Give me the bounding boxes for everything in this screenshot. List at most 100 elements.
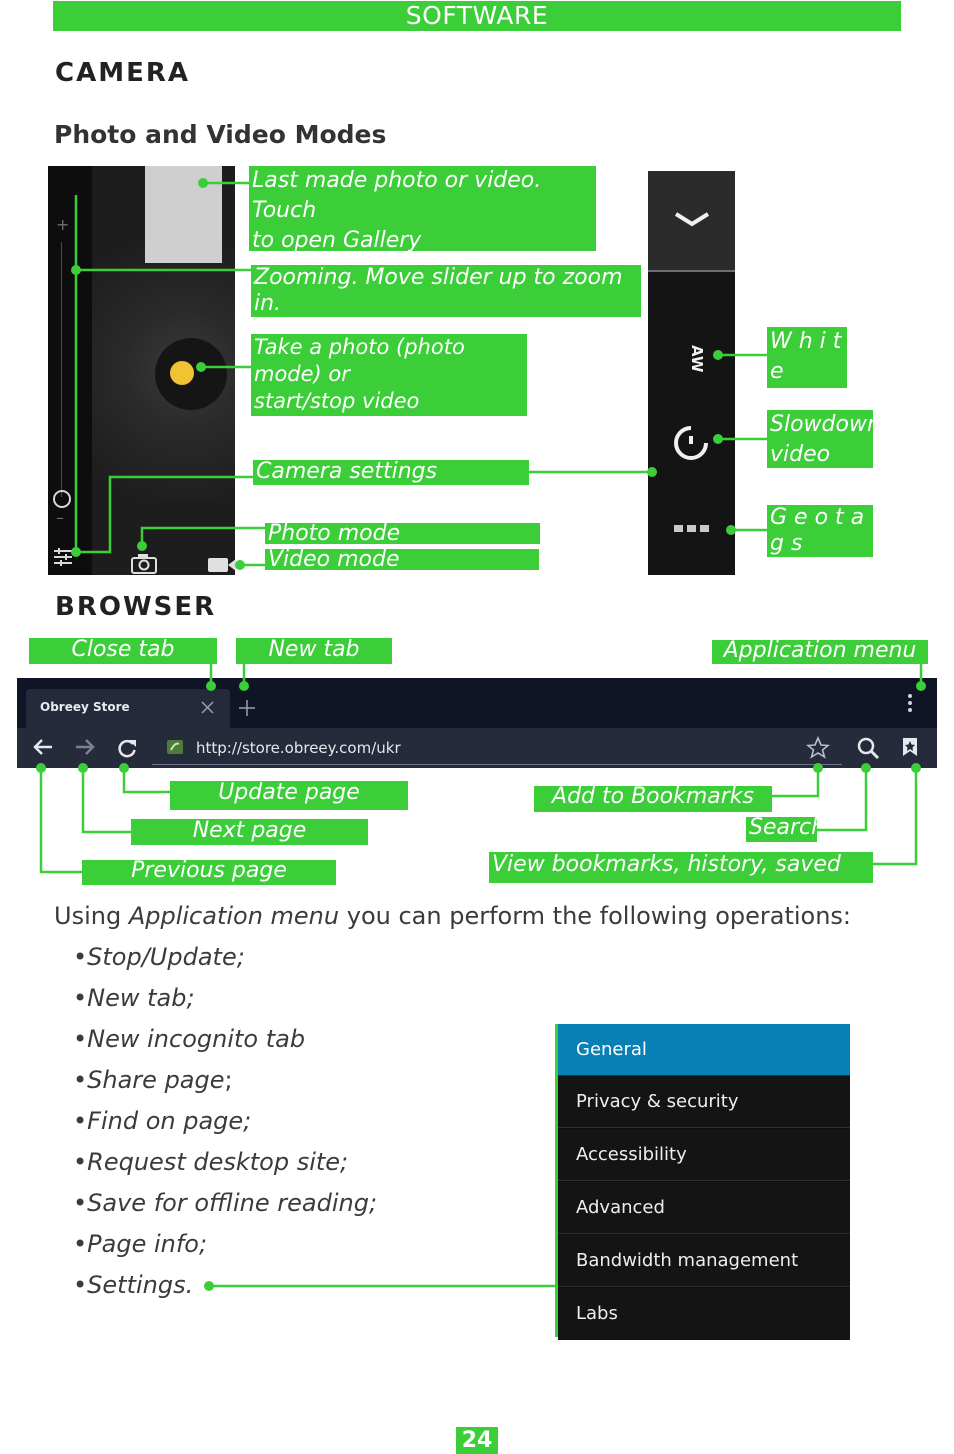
browser-url-underline [152,764,842,765]
more-options-icon[interactable] [672,523,712,533]
url-input[interactable]: http://store.obreey.com/ukr [196,739,401,757]
search-icon[interactable] [856,736,880,760]
callout-add-bookmarks: Add to Bookmarks [534,786,772,812]
list-item-text: Settings. [87,1271,194,1299]
callout-last-photo-line2: to open Gallery [252,228,422,253]
callout-take-photo-line1: Take a photo (photo mode) or [254,335,465,386]
callout-camera-settings: Camera settings [253,460,529,485]
bullet-dot: • [73,1189,88,1217]
close-tab-icon[interactable] [200,700,215,715]
callout-view-bookmarks: View bookmarks, history, saved pages [489,852,873,903]
list-item-text: Save for offline reading; [87,1189,378,1217]
browser-tab[interactable] [26,689,230,728]
bullet-dot: • [73,1230,88,1258]
list-item: •Find on page; [73,1107,251,1135]
photo-mode-icon[interactable] [130,553,158,575]
section-header-bar: SOFTWARE [53,1,901,31]
callout-zooming: Zooming. Move slider up to zoom in. [251,265,641,317]
application-menu-icon[interactable] [905,692,915,714]
intro-emphasis: Application menu [128,902,340,930]
camera-settings-collapse-area [648,171,735,270]
bullet-dot: • [73,1271,88,1299]
list-item-text: Share page [87,1066,225,1094]
bullet-dot: • [73,984,88,1012]
new-tab-icon[interactable] [238,699,256,717]
application-menu-intro: Using Application menu you can perform t… [54,902,851,930]
callout-geotags: G e o t a g s photo size [767,505,873,608]
slowdown-timer-icon[interactable] [670,422,712,464]
callout-previous-page: Previous page [82,860,336,885]
forward-arrow-icon[interactable] [74,737,96,757]
browser-heading: BROWSER [55,592,217,622]
camera-subheading: Photo and Video Modes [54,120,387,149]
callout-white-line1: W h i t e [770,329,842,384]
camera-settings-icon[interactable] [52,546,74,568]
zoom-plus-icon[interactable]: + [56,215,70,234]
callout-take-photo-line2: start/stop video recording [254,389,420,440]
browser-settings-menu: General Privacy & security Accessibility… [555,1024,850,1340]
list-item-text: Find on page; [87,1107,252,1135]
camera-zoom-strip [48,166,92,575]
list-item-text: Page info; [87,1230,208,1258]
list-item-tail: ; [224,1066,233,1094]
list-item: •Request desktop site; [73,1148,348,1176]
camera-heading: CAMERA [55,58,190,88]
bookmark-star-icon[interactable] [806,736,830,760]
list-item: •Share page; [73,1066,233,1094]
settings-item-privacy[interactable]: Privacy & security [558,1076,850,1128]
list-item-text: New tab; [87,984,195,1012]
intro-prefix: Using [54,902,129,930]
bullet-dot: • [73,1107,88,1135]
bullet-dot: • [73,1148,88,1176]
settings-item-advanced[interactable]: Advanced [558,1182,850,1234]
callout-next-page: Next page [131,819,368,845]
callout-last-photo-line1: Last made photo or video. Touch [252,168,542,223]
bullet-dot: • [73,1066,88,1094]
settings-menu-accent-edge [555,1024,558,1337]
callout-close-tab: Close tab [29,638,217,664]
page-number: 24 [456,1427,498,1454]
zoom-minus-icon[interactable]: – [56,508,64,527]
bullet-dot: • [73,943,88,971]
list-item-text: Request desktop site; [87,1148,349,1176]
callout-search: Search [746,817,825,842]
bullet-dot: • [73,1025,88,1053]
zoom-slider-handle[interactable] [53,490,71,508]
browser-tab-title: Obreey Store [40,700,130,714]
list-item: •Settings. [73,1271,193,1299]
callout-last-photo: Last made photo or video. Touch to open … [249,166,596,253]
bookmarks-list-icon[interactable] [900,736,920,758]
settings-item-labs[interactable]: Labs [558,1288,850,1340]
callout-update-page: Update page [170,781,408,810]
reload-icon[interactable] [116,737,138,759]
callout-slowdown: Slowdown video [767,410,881,468]
settings-item-bandwidth[interactable]: Bandwidth management [558,1235,850,1287]
camera-settings-divider [648,270,735,272]
intro-suffix: you can perform the following operations… [339,902,852,930]
list-item: •Stop/Update; [73,943,245,971]
chevron-down-icon[interactable] [672,208,712,230]
site-favicon-icon [167,740,183,754]
settings-item-general[interactable]: General [558,1024,850,1076]
callout-white-balance: W h i t e balance [767,327,857,414]
callout-geotags-line1: G e o t a g s [770,505,865,556]
list-item: •Save for offline reading; [73,1189,377,1217]
video-mode-icon[interactable] [206,556,238,574]
list-item: •Page info; [73,1230,207,1258]
callout-application-menu: Application menu [712,640,928,664]
callout-slowdown-line2: video [770,442,831,467]
zoom-slider-track[interactable] [61,242,62,497]
callout-video-mode: Video mode [265,549,539,571]
shutter-button[interactable] [170,361,194,385]
list-item: •New tab; [73,984,195,1012]
callout-take-photo: Take a photo (photo mode) or start/stop … [251,334,527,467]
callout-geotags-line2: photo size [770,557,834,608]
callout-new-tab: New tab [236,638,392,664]
list-item: •New incognito tab [73,1025,305,1053]
callout-slowdown-line1: Slowdown [770,412,881,437]
back-arrow-icon[interactable] [32,737,54,757]
settings-item-accessibility[interactable]: Accessibility [558,1129,850,1181]
list-item-text: New incognito tab [87,1025,306,1053]
callout-white-line2: balance [770,389,857,414]
